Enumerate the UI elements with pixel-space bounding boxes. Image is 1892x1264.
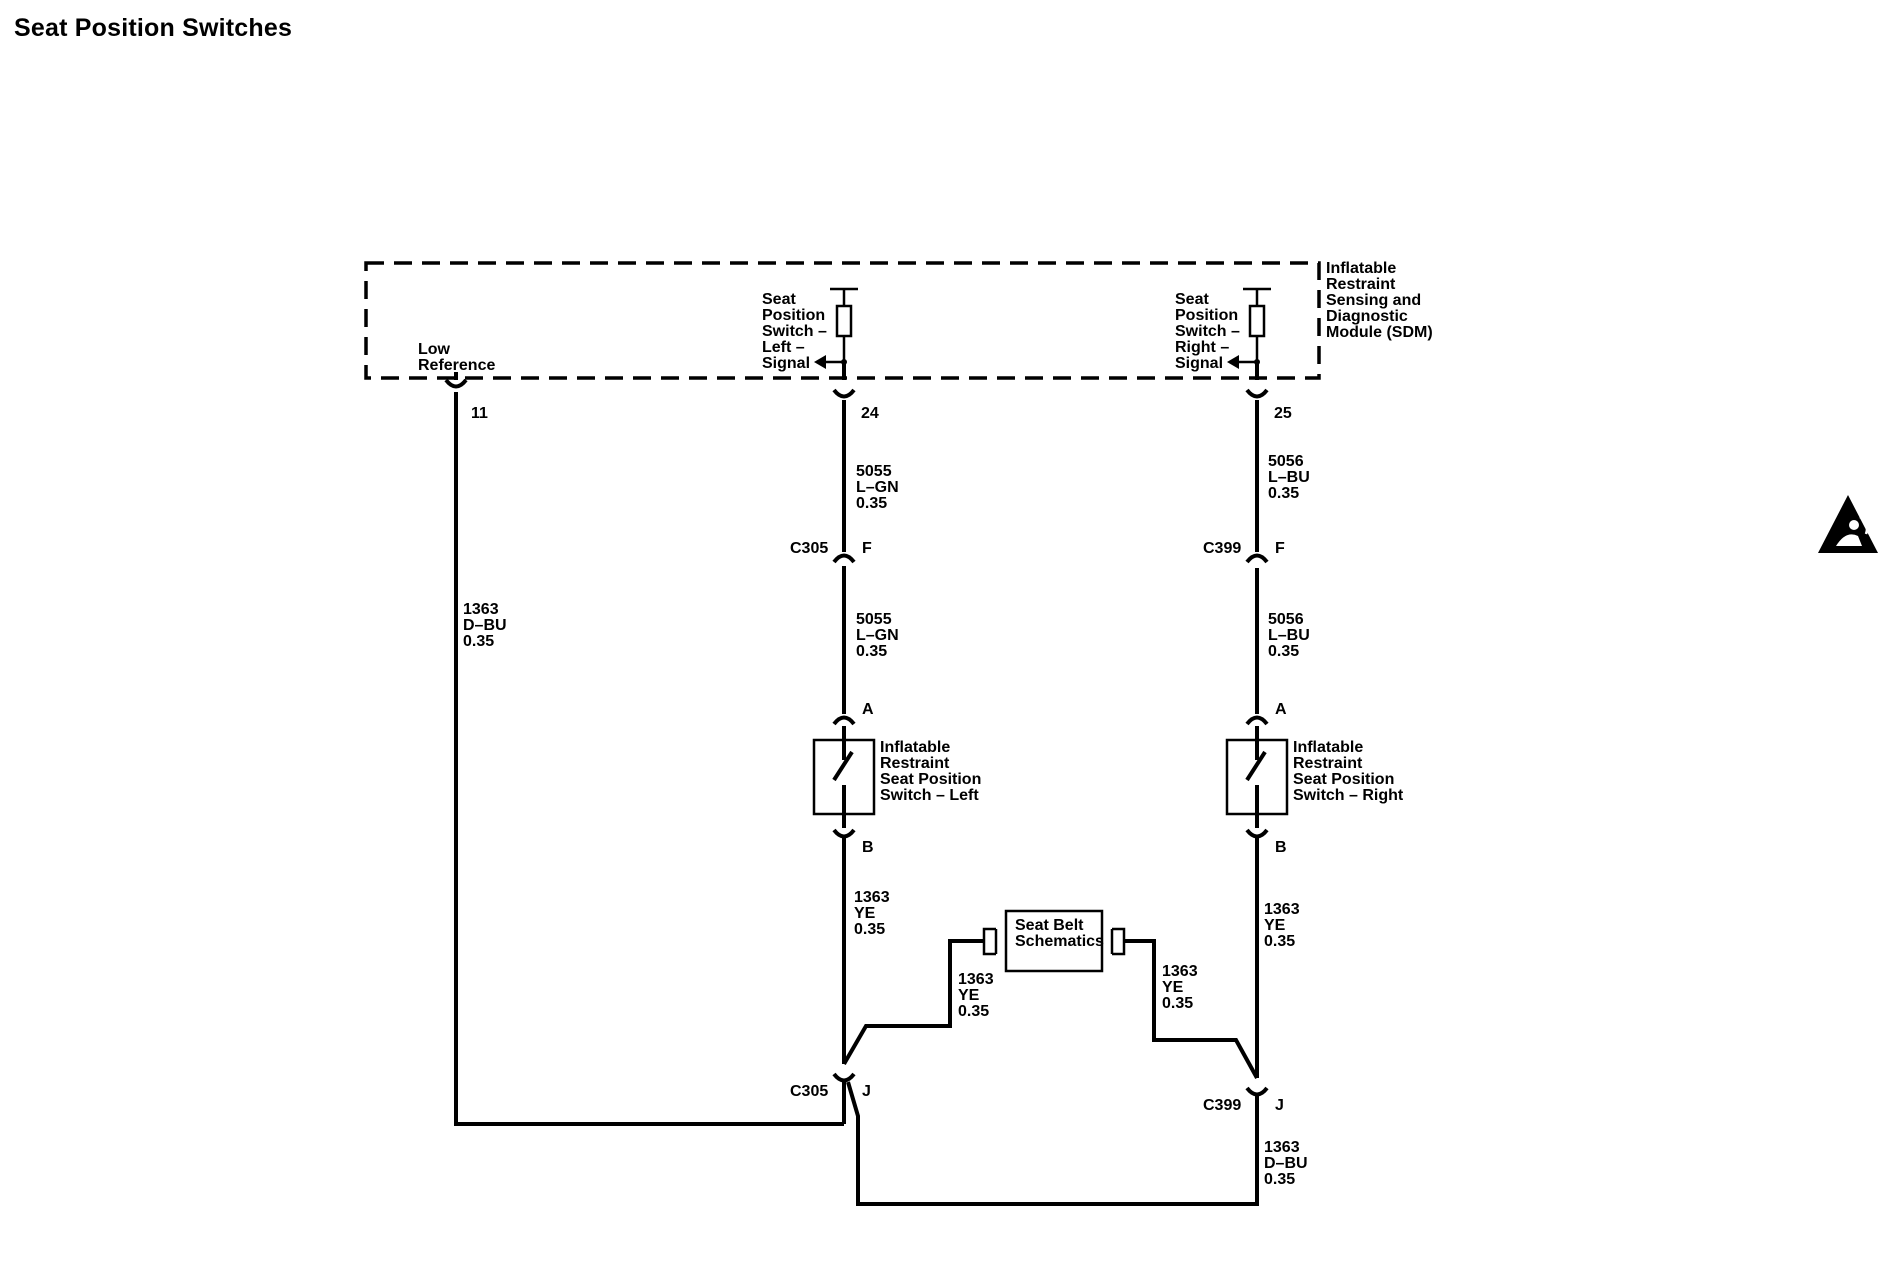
connector-c305-f: C305 F — [790, 540, 872, 580]
svg-text:C399: C399 — [1203, 540, 1241, 557]
wire-label-belt-right: 1363 YE 0.35 — [1162, 963, 1202, 1012]
svg-text:F: F — [1275, 540, 1285, 557]
svg-text:Seat Belt Schematics: Seat Belt Schematics — [1015, 917, 1104, 950]
pin-11: 11 — [444, 372, 488, 422]
page-title: Seat Position Switches — [14, 14, 293, 42]
seat-belt-schematics-box[interactable]: Seat Belt Schematics — [982, 909, 1126, 973]
svg-text:C305: C305 — [790, 1083, 828, 1100]
switch-right-connector-b: B — [1245, 828, 1287, 856]
left-seat-position-switch — [812, 726, 876, 828]
wire-belt-right — [1124, 939, 1259, 1079]
svg-text:A: A — [862, 701, 874, 718]
wire-label-right-lower: 1363 YE 0.35 — [1264, 901, 1304, 950]
wire-label-right-mid: 5056 L–BU 0.35 — [1268, 611, 1314, 660]
pin-25: 25 — [1245, 362, 1292, 422]
svg-text:B: B — [862, 839, 874, 856]
wire-label-right-upper: 5056 L–BU 0.35 — [1268, 453, 1314, 502]
switch-left-connector-b: B — [832, 828, 874, 856]
wire-label-belt-left: 1363 YE 0.35 — [958, 971, 998, 1020]
wire-label-left-lower: 1363 YE 0.35 — [854, 889, 894, 938]
svg-text:A: A — [1275, 701, 1287, 718]
svg-text:24: 24 — [861, 405, 879, 422]
airbag-warning-icon — [1818, 495, 1878, 553]
sdm-module-label: Inflatable Restraint Sensing and Diagnos… — [1326, 260, 1433, 341]
switch-right-connector-a: A — [1245, 701, 1287, 726]
wire-bottom-return — [846, 1081, 1259, 1206]
right-seat-position-switch — [1225, 726, 1289, 828]
left-switch-label: Inflatable Restraint Seat Position Switc… — [880, 739, 986, 804]
svg-text:J: J — [862, 1083, 871, 1100]
wire-low-reference — [454, 392, 844, 1126]
low-reference-label: Low Reference — [418, 341, 495, 374]
right-signal-label: Seat Position Switch – Right – Signal — [1175, 291, 1244, 372]
right-signal-arrow-icon — [1227, 355, 1239, 369]
wire-label-left-upper: 5055 L–GN 0.35 — [856, 463, 903, 512]
svg-text:25: 25 — [1274, 405, 1292, 422]
wire-label-bottom-right: 1363 D–BU 0.35 — [1264, 1139, 1312, 1188]
pin-24: 24 — [832, 362, 879, 422]
svg-text:F: F — [862, 540, 872, 557]
svg-text:B: B — [1275, 839, 1287, 856]
left-signal-arrow-icon — [814, 355, 826, 369]
connector-c399-f: C399 F — [1203, 540, 1285, 564]
svg-text:J: J — [1275, 1097, 1284, 1114]
wire-label-left-mid: 5055 L–GN 0.35 — [856, 611, 903, 660]
left-signal-label: Seat Position Switch – Left – Signal — [762, 291, 831, 372]
right-switch-label: Inflatable Restraint Seat Position Switc… — [1293, 739, 1404, 804]
switch-left-connector-a: A — [832, 701, 874, 726]
wire-belt-left — [842, 939, 984, 1066]
connector-c305-j: C305 J — [790, 1072, 871, 1124]
wire-label-low-reference: 1363 D–BU 0.35 — [463, 601, 511, 650]
svg-text:C305: C305 — [790, 540, 828, 557]
connector-c399-j: C399 J — [1203, 1086, 1284, 1114]
svg-text:11: 11 — [471, 405, 488, 422]
svg-text:C399: C399 — [1203, 1097, 1241, 1114]
